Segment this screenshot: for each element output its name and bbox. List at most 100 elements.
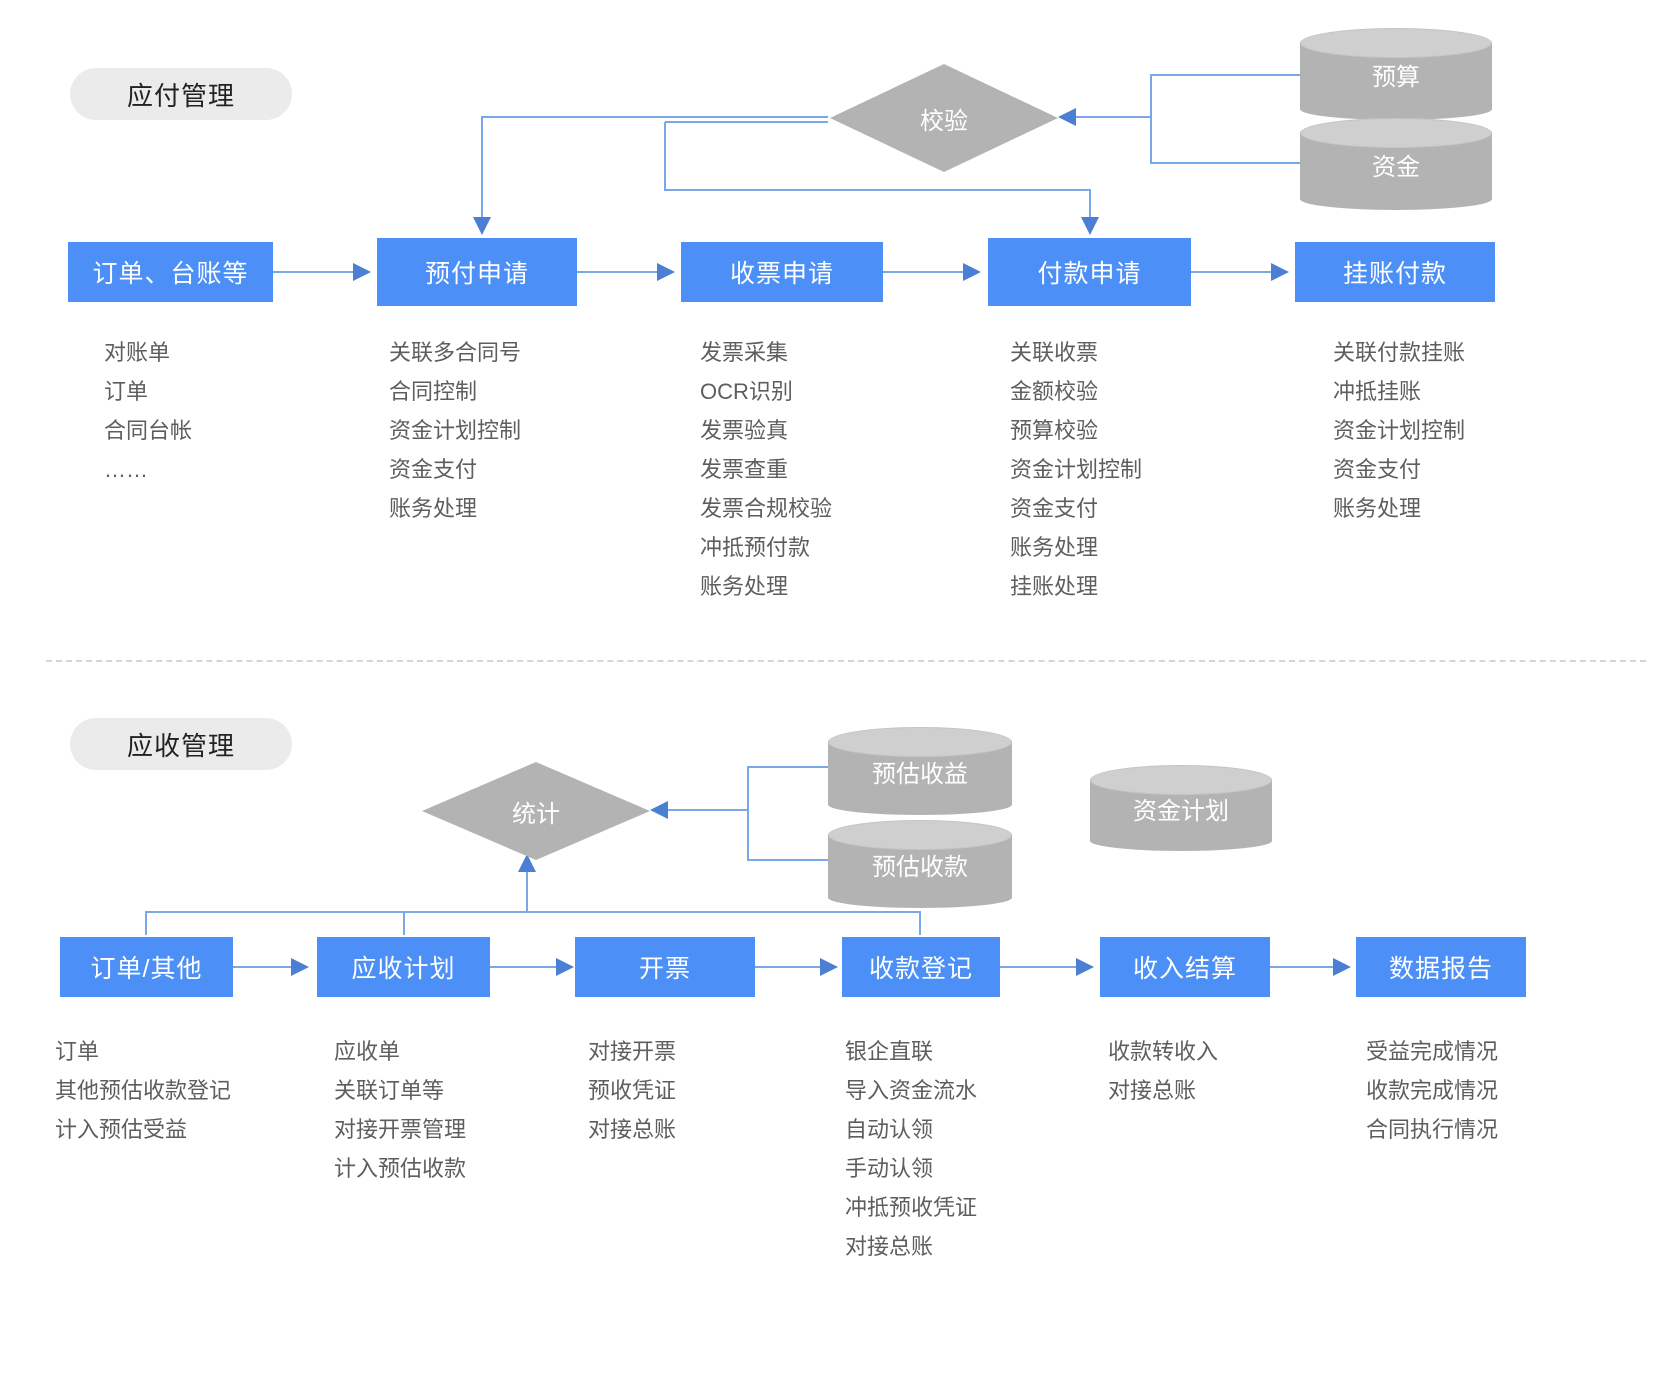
detail-list-invoice-request: 发票采集 OCR识别 发票验真 发票查重 发票合规校验 冲抵预付款 账务处理 <box>700 333 832 606</box>
process-box-invoice-request[interactable]: 收票申请 <box>681 242 883 302</box>
process-box-label: 开票 <box>638 955 691 983</box>
cylinder-top <box>828 727 1012 757</box>
list-item: 对接总账 <box>845 1234 934 1259</box>
list-item: 资金支付 <box>389 457 478 482</box>
process-box-label: 挂账付款 <box>1342 260 1447 288</box>
list-item: 收款转收入 <box>1108 1039 1219 1064</box>
process-box-prepay-request[interactable]: 预付申请 <box>377 238 577 306</box>
list-item: 预算校验 <box>1010 418 1099 443</box>
list-item: 计入预估收款 <box>334 1156 467 1181</box>
process-box-label: 订单、台账等 <box>92 260 249 288</box>
list-item: 发票查重 <box>700 457 789 482</box>
diamond-shape <box>830 64 1058 172</box>
section-tag-label: 应收管理 <box>126 730 235 761</box>
diamond-shape <box>422 762 650 860</box>
list-item: 账务处理 <box>1333 496 1422 521</box>
cylinder-top <box>1090 765 1272 795</box>
list-item: 挂账处理 <box>1010 574 1099 599</box>
detail-list-receipt-registration: 银企直联 导入资金流水 自动认领 手动认领 冲抵预收凭证 对接总账 <box>845 1032 977 1266</box>
list-item: 关联多合同号 <box>389 340 522 365</box>
list-item: 自动认领 <box>845 1117 934 1142</box>
process-box-payment-request[interactable]: 付款申请 <box>988 238 1191 306</box>
process-box-order-other[interactable]: 订单/其他 <box>60 937 233 997</box>
detail-list-hangup-payment: 关联付款挂账 冲抵挂账 资金计划控制 资金支付 账务处理 <box>1333 333 1465 528</box>
detail-list-order-other: 订单 其他预估收款登记 计入预估受益 <box>55 1032 231 1149</box>
list-item: 关联付款挂账 <box>1333 340 1466 365</box>
list-item: 冲抵预付款 <box>700 535 811 560</box>
list-item: 对接开票 <box>588 1039 677 1064</box>
list-item: 其他预估收款登记 <box>55 1078 232 1103</box>
datastore-estimated-revenue: 预估收益 <box>828 727 1012 815</box>
list-item: 发票验真 <box>700 418 789 443</box>
list-item: …… <box>104 457 148 482</box>
cylinder-top <box>1300 118 1492 148</box>
list-item: 冲抵预收凭证 <box>845 1195 978 1220</box>
detail-list-order-ledger: 对账单 订单 合同台帐 …… <box>104 333 192 489</box>
process-box-receipt-registration[interactable]: 收款登记 <box>842 937 1000 997</box>
datastore-funds: 资金 <box>1300 118 1492 210</box>
list-item: 发票采集 <box>700 340 789 365</box>
list-item: 资金支付 <box>1333 457 1422 482</box>
cylinder-top <box>828 820 1012 850</box>
process-box-invoicing[interactable]: 开票 <box>575 937 755 997</box>
list-item: 收款完成情况 <box>1366 1078 1499 1103</box>
detail-list-income-settlement: 收款转收入 对接总账 <box>1108 1032 1218 1110</box>
list-item: 合同台帐 <box>104 418 193 443</box>
process-box-receivable-plan[interactable]: 应收计划 <box>317 937 490 997</box>
process-box-label: 订单/其他 <box>90 955 203 983</box>
list-item: 应收单 <box>334 1039 401 1064</box>
detail-list-data-report: 受益完成情况 收款完成情况 合同执行情况 <box>1366 1032 1498 1149</box>
datastore-fund-plan-label: 资金计划 <box>1133 797 1229 825</box>
detail-list-invoicing: 对接开票 预收凭证 对接总账 <box>588 1032 676 1149</box>
process-box-label: 收入结算 <box>1132 955 1237 983</box>
list-item: 账务处理 <box>389 496 478 521</box>
list-item: 导入资金流水 <box>845 1078 978 1103</box>
list-item: 冲抵挂账 <box>1333 379 1422 404</box>
list-item: 关联订单等 <box>334 1078 445 1103</box>
list-item: 计入预估受益 <box>55 1117 188 1142</box>
list-item: 预收凭证 <box>588 1078 677 1103</box>
list-item: 资金计划控制 <box>389 418 522 443</box>
list-item: 资金计划控制 <box>1010 457 1143 482</box>
list-item: 关联收票 <box>1010 340 1099 365</box>
datastore-estimated-revenue-label: 预估收益 <box>872 760 968 788</box>
decision-check-label: 校验 <box>920 107 968 135</box>
detail-list-payment-request: 关联收票 金额校验 预算校验 资金计划控制 资金支付 账务处理 挂账处理 <box>1010 333 1142 606</box>
list-item: 对接总账 <box>1108 1078 1197 1103</box>
list-item: 订单 <box>55 1039 100 1064</box>
detail-list-prepay-request: 关联多合同号 合同控制 资金计划控制 资金支付 账务处理 <box>389 333 521 528</box>
list-item: 账务处理 <box>1010 535 1099 560</box>
list-item: 受益完成情况 <box>1366 1039 1499 1064</box>
list-item: 银企直联 <box>845 1039 934 1064</box>
cylinder-top <box>1300 28 1492 58</box>
section-tag-receivable: 应收管理 <box>70 718 292 770</box>
process-box-hangup-payment[interactable]: 挂账付款 <box>1295 242 1495 302</box>
process-box-data-report[interactable]: 数据报告 <box>1356 937 1526 997</box>
list-item: 金额校验 <box>1010 379 1099 404</box>
decision-statistics-label: 统计 <box>512 800 560 828</box>
list-item: 资金支付 <box>1010 496 1099 521</box>
list-item: 合同控制 <box>389 379 478 404</box>
datastore-fund-plan: 资金计划 <box>1090 765 1272 851</box>
process-box-income-settlement[interactable]: 收入结算 <box>1100 937 1270 997</box>
list-item: 发票合规校验 <box>700 496 833 521</box>
process-box-label: 收票申请 <box>729 260 834 288</box>
list-item: OCR识别 <box>700 379 793 404</box>
section-tag-label: 应付管理 <box>126 80 235 111</box>
list-item: 对接开票管理 <box>334 1117 467 1142</box>
list-item: 订单 <box>104 379 149 404</box>
datastore-budget: 预算 <box>1300 28 1492 120</box>
decision-check: 校验 <box>828 62 1060 174</box>
decision-statistics: 统计 <box>420 760 652 862</box>
list-item: 账务处理 <box>700 574 789 599</box>
list-item: 手动认领 <box>845 1156 934 1181</box>
process-box-label: 数据报告 <box>1388 955 1493 983</box>
process-box-label: 应收计划 <box>351 955 456 983</box>
list-item: 合同执行情况 <box>1366 1117 1499 1142</box>
process-box-order-ledger[interactable]: 订单、台账等 <box>68 242 273 302</box>
list-item: 资金计划控制 <box>1333 418 1466 443</box>
list-item: 对账单 <box>104 340 171 365</box>
datastore-budget-label: 预算 <box>1372 63 1420 91</box>
process-box-label: 收款登记 <box>868 955 973 983</box>
